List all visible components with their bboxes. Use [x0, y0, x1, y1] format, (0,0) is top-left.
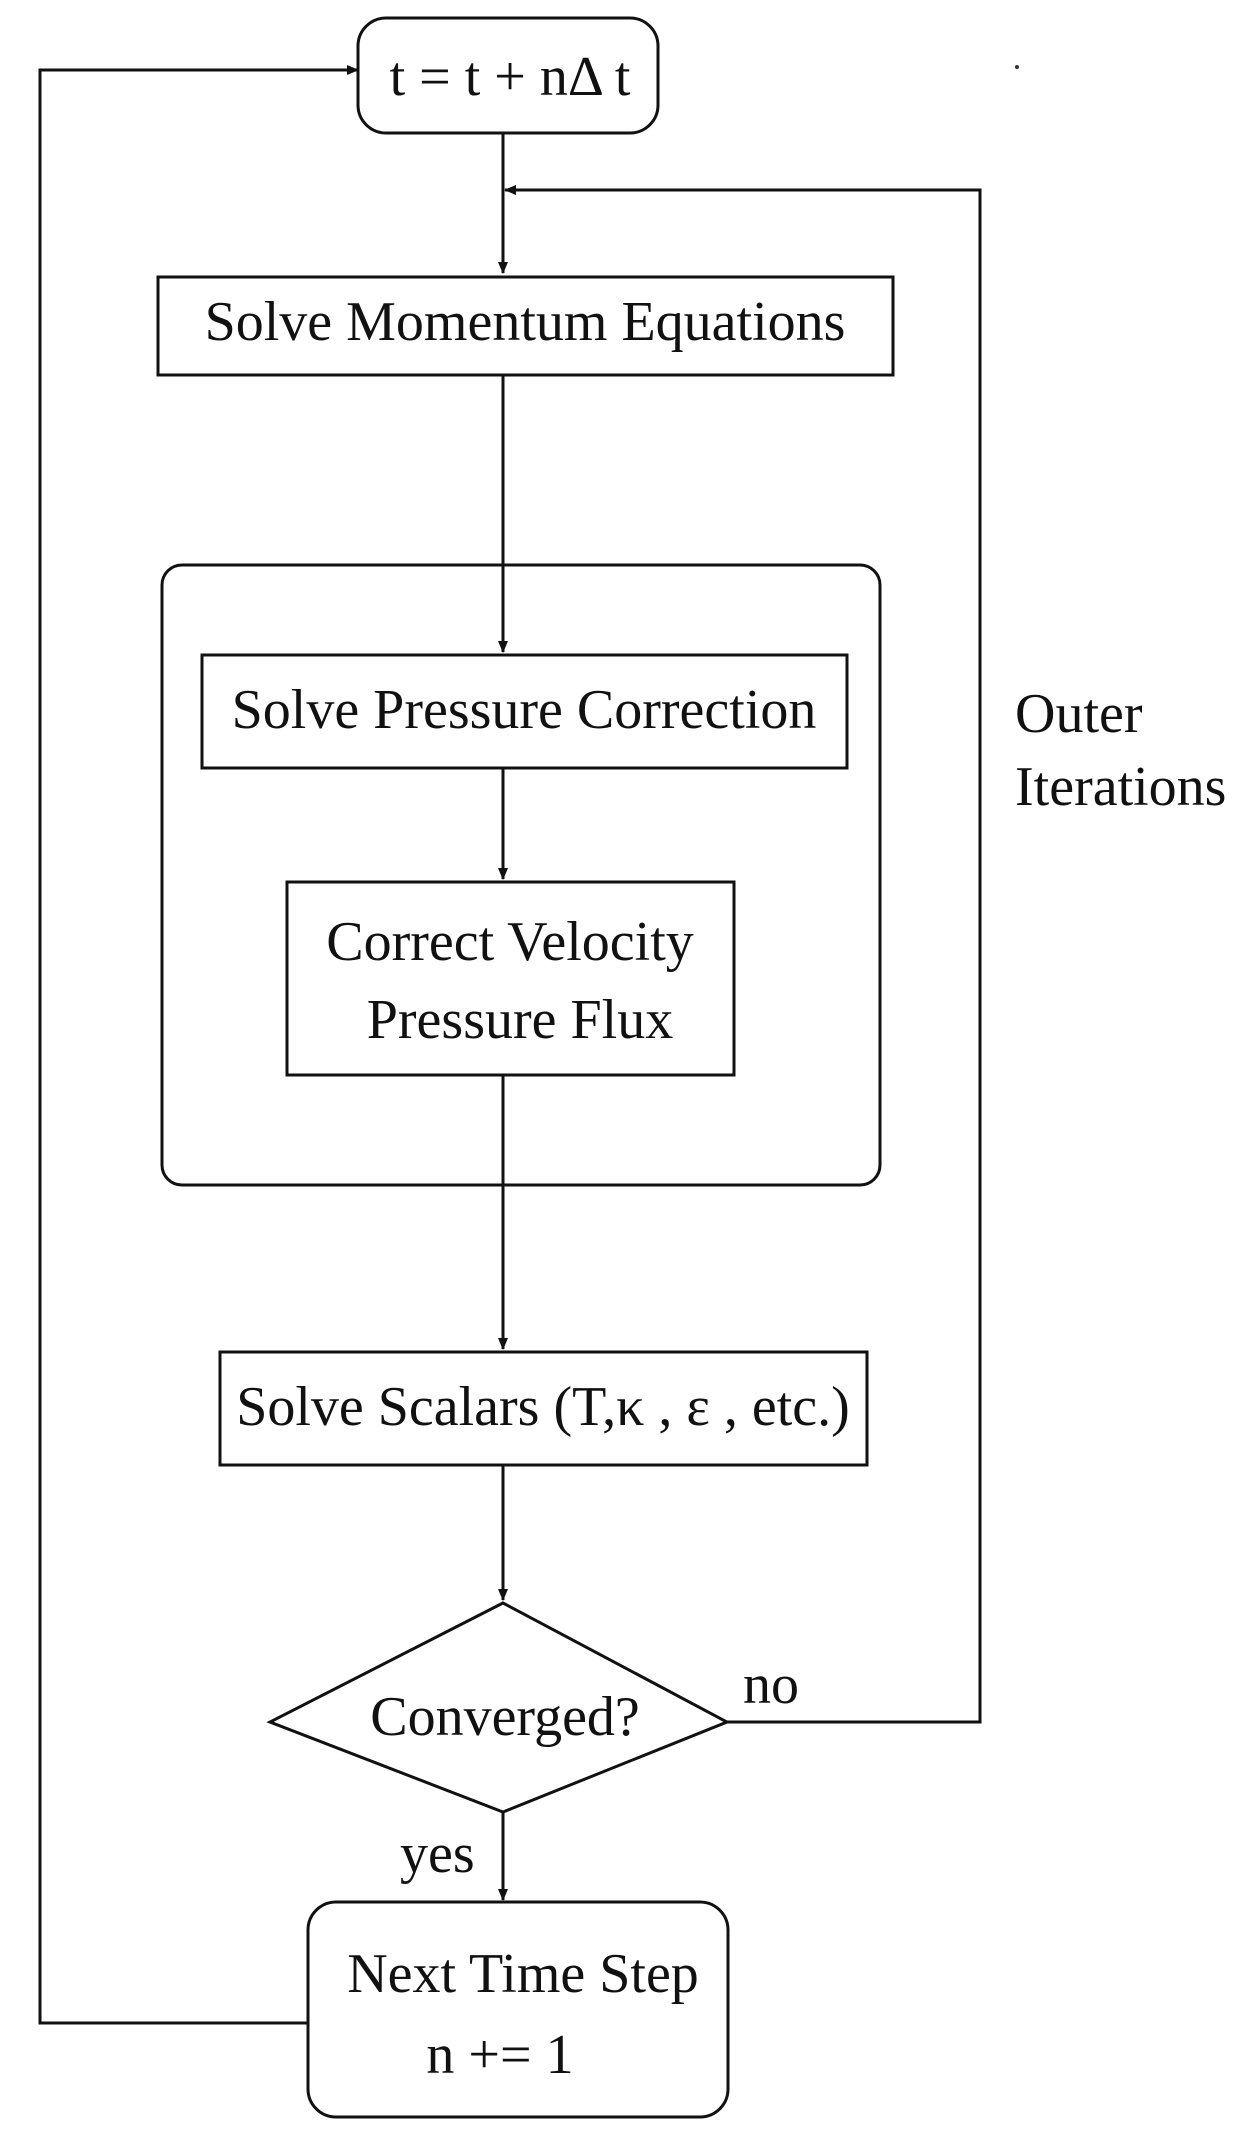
- node-pressure-correction: Solve Pressure Correction: [200, 653, 849, 770]
- pressure-flux-label: Pressure Flux: [367, 989, 673, 1051]
- node-correct-velocity: Correct Velocity Pressure Flux: [285, 880, 736, 1077]
- outer-iterations-line1: Outer: [1015, 683, 1143, 745]
- node-solve-scalars: Solve Scalars (T,κ , ε , etc.): [218, 1350, 869, 1467]
- node-converged-decision: Converged?: [266, 1601, 731, 1814]
- pressure-correction-label: Solve Pressure Correction: [232, 679, 817, 741]
- scalars-label: Solve Scalars (T,κ , ε , etc.): [236, 1376, 850, 1438]
- momentum-label: Solve Momentum Equations: [205, 291, 846, 353]
- correct-velocity-label: Correct Velocity: [326, 911, 694, 973]
- edge-label-no: no: [743, 1654, 799, 1716]
- converged-label: Converged?: [370, 1686, 640, 1748]
- connectors: [38, 65, 982, 2025]
- node-time-update: t = t + nΔ t: [356, 16, 660, 135]
- edge-label-yes: yes: [400, 1823, 475, 1885]
- next-time-step-label: Next Time Step: [347, 1943, 699, 2005]
- outer-iterations-line2: Iterations: [1015, 756, 1226, 818]
- n-increment-label: n += 1: [426, 2024, 573, 2086]
- node-next-time-step: Next Time Step n += 1: [306, 1900, 730, 2119]
- arrow-outer-iteration-loop: [504, 185, 982, 1724]
- time-update-label: t = t + nΔ t: [390, 46, 631, 108]
- node-solve-momentum: Solve Momentum Equations: [156, 275, 895, 377]
- arrow-next-step-loop: [38, 65, 359, 2025]
- stray-mark: [1015, 65, 1019, 69]
